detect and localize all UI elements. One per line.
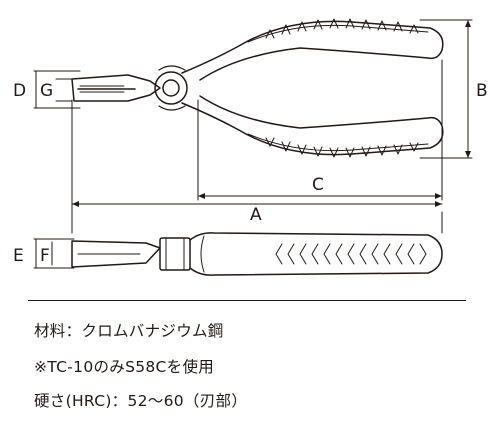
pliers-jaw-outline (71, 74, 161, 102)
dimension-label-b: B (476, 81, 488, 101)
pliers-dimension-diagram: D G B C A E F (13, 18, 488, 276)
pliers-upper-handle (181, 20, 444, 81)
pliers-pivot-outer (154, 71, 188, 105)
spec-note: ※TC-10のみS58Cを使用 (34, 358, 215, 376)
dimension-lines (33, 19, 473, 269)
dimension-label-d: D (13, 81, 26, 101)
dimension-label-e: E (13, 246, 24, 266)
dimension-label-f: F (40, 246, 50, 266)
spec-hardness: 硬さ(HRC)：52～60（刃部） (34, 392, 248, 410)
upper-grip-teeth (265, 18, 419, 39)
pliers-side-joint (159, 237, 191, 271)
pliers-side-handle (189, 232, 443, 276)
lower-grip-teeth (265, 137, 419, 158)
dimension-labels: D G B C A E F (13, 81, 488, 266)
spec-material: 材料：クロムバナジウム鋼 (34, 322, 224, 340)
pliers-top-view (71, 18, 444, 158)
pliers-side-view (71, 232, 443, 276)
pliers-side-jaw (71, 240, 161, 268)
side-grip-chevrons (275, 243, 415, 265)
dimension-label-c: C (312, 175, 324, 195)
pliers-pivot-inner (162, 79, 180, 97)
dimension-label-a: A (250, 205, 262, 225)
dimension-arrows (72, 20, 471, 207)
section-divider (28, 300, 466, 301)
dimension-label-g: G (40, 81, 53, 101)
